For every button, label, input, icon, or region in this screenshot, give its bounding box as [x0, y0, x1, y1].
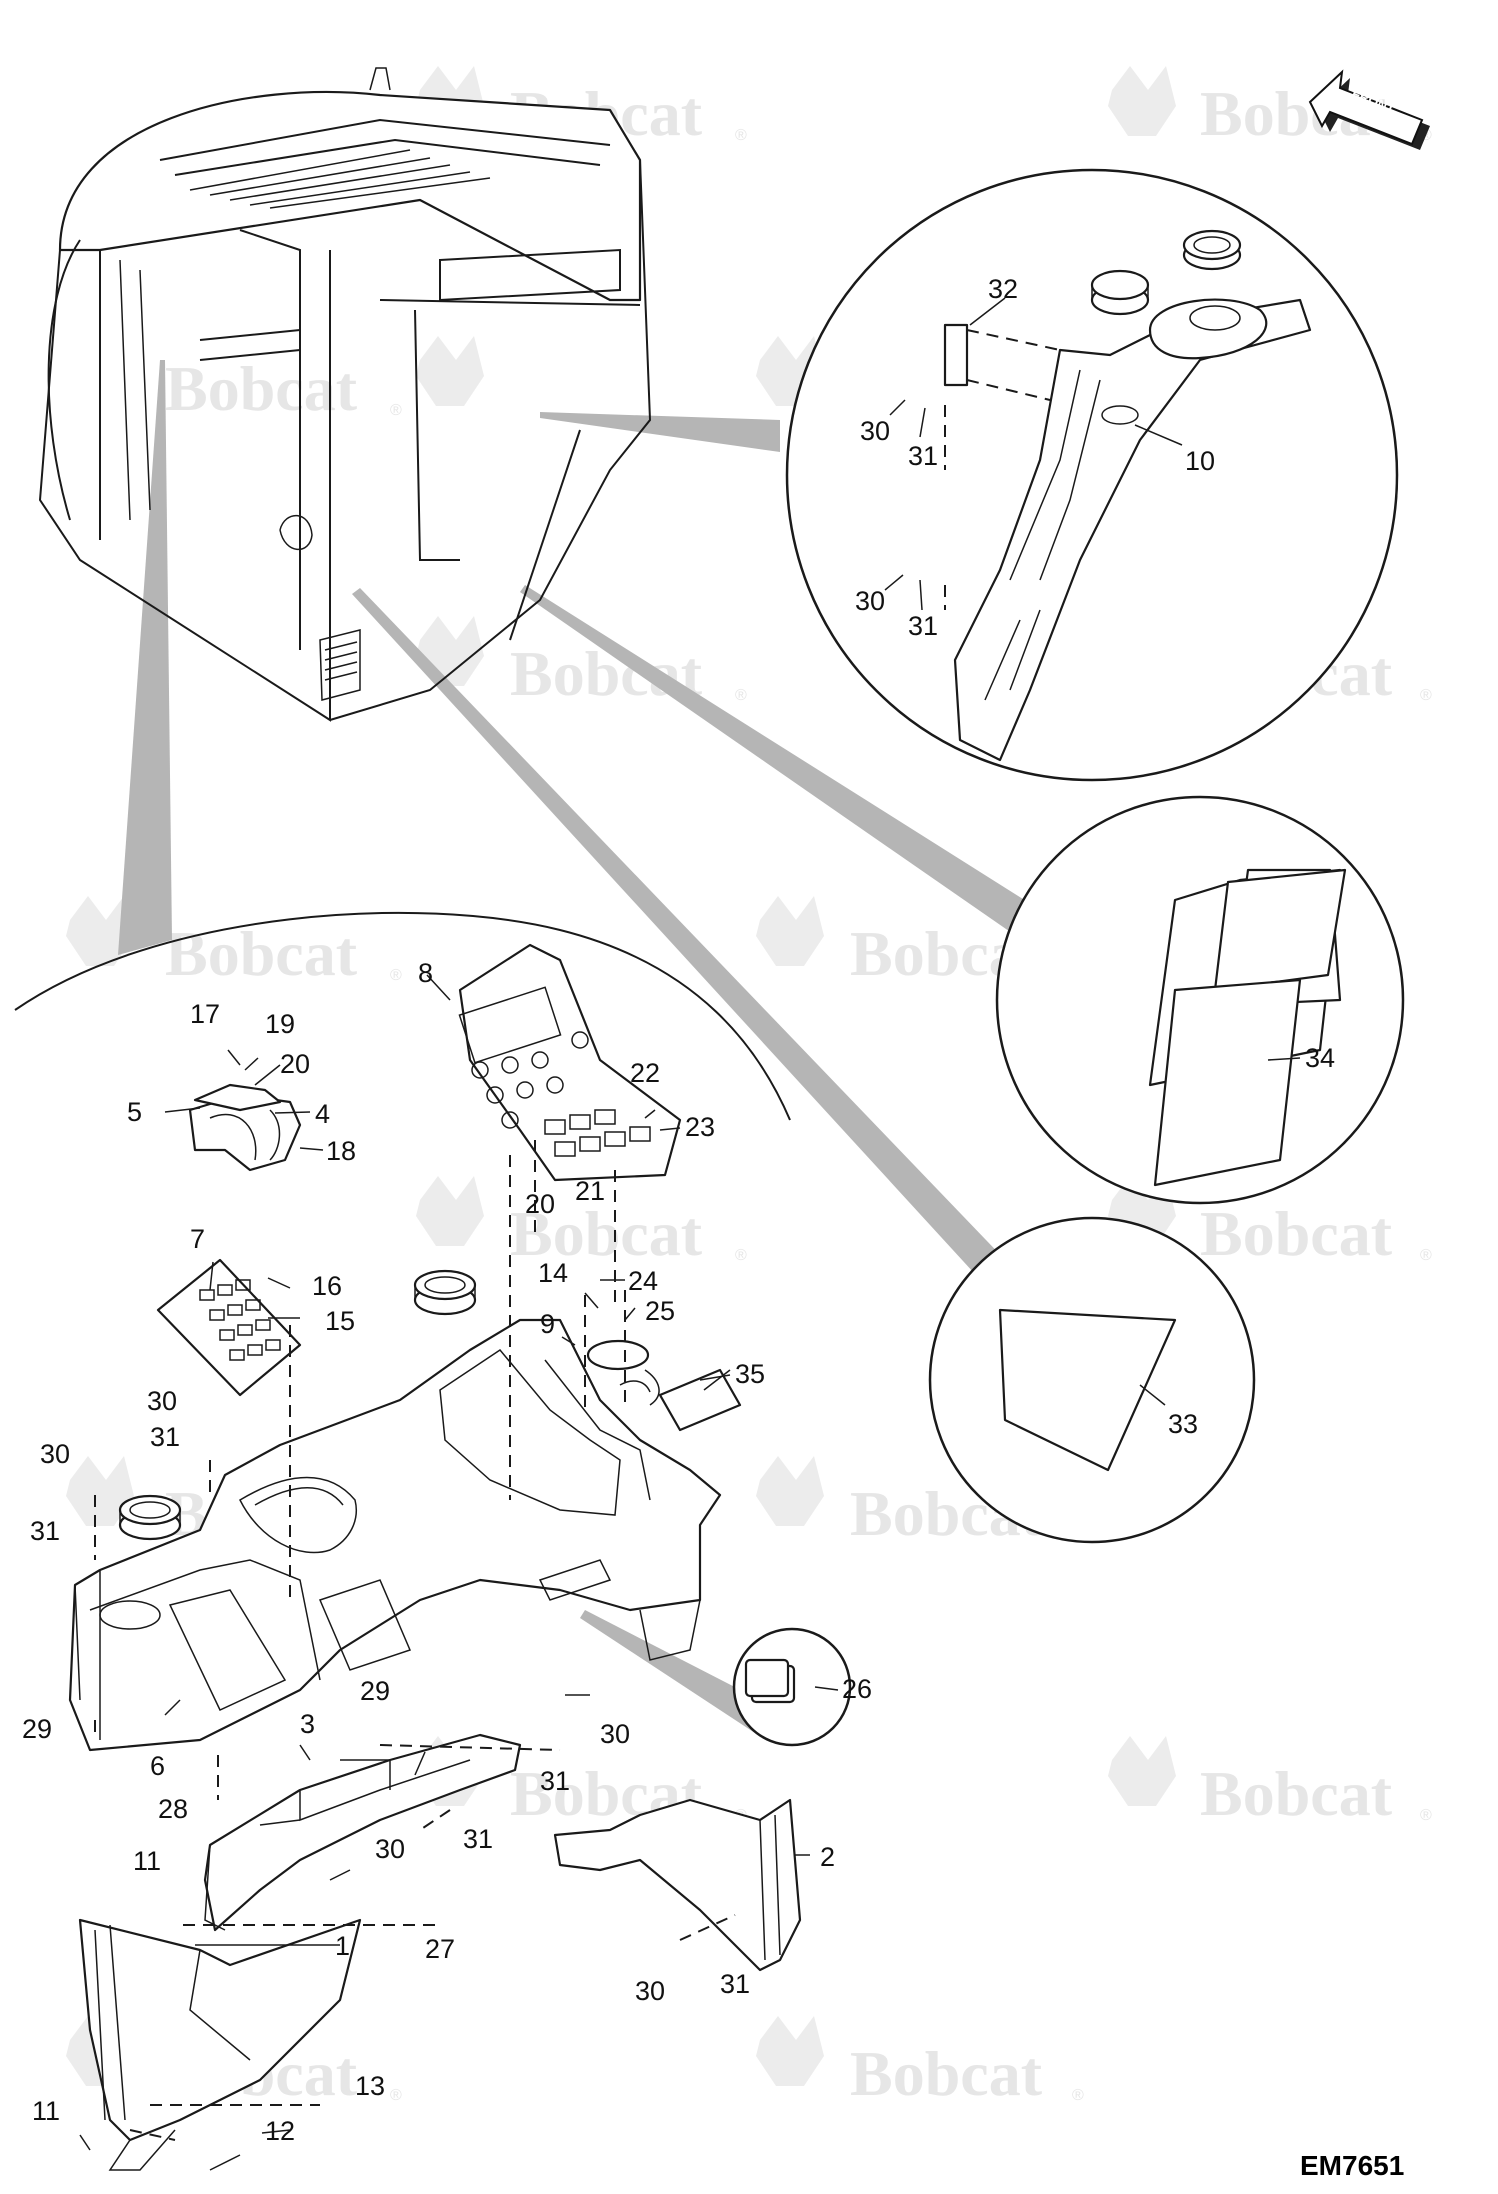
- callout-12: 12: [265, 2116, 295, 2146]
- assembly-dash-lines: [94, 1140, 736, 2141]
- callout-11: 11: [32, 2096, 60, 2126]
- callout-5: 5: [127, 1097, 142, 1127]
- callout-4: 4: [315, 1099, 330, 1129]
- callout-8: 8: [418, 958, 433, 988]
- svg-text:Bobcat: Bobcat: [1200, 1758, 1393, 1829]
- detail-circle-panel-34: [995, 795, 1405, 1205]
- svg-text:Bobcat: Bobcat: [165, 918, 358, 989]
- callout-15: 15: [325, 1306, 355, 1336]
- callout-24: 24: [628, 1266, 658, 1296]
- callout-11: 11: [133, 1846, 161, 1876]
- callout-27: 27: [425, 1934, 455, 1964]
- svg-text:®: ®: [735, 127, 747, 144]
- callout-30: 30: [860, 416, 890, 446]
- callout-6: 6: [150, 1751, 165, 1781]
- svg-text:®: ®: [390, 2087, 402, 2104]
- callout-17: 17: [190, 999, 220, 1029]
- watermark-logo: Bobcat ®: [416, 1176, 747, 1269]
- svg-text:®: ®: [1420, 1247, 1432, 1264]
- callouts: 32 30 31 10 30 31 34 33 26 35 8 17 19 20…: [22, 274, 1335, 2146]
- callout-30: 30: [635, 1976, 665, 2006]
- svg-text:®: ®: [1420, 687, 1432, 704]
- callout-31: 31: [540, 1766, 570, 1796]
- svg-text:Bobcat: Bobcat: [165, 353, 358, 424]
- svg-text:®: ®: [1420, 1807, 1432, 1824]
- callout-26: 26: [842, 1674, 872, 1704]
- part-9-latch: [586, 1339, 742, 1432]
- callout-25: 25: [645, 1296, 675, 1326]
- watermark-logo: Bobcat ®: [756, 2016, 1084, 2109]
- svg-text:®: ®: [390, 967, 402, 984]
- svg-text:®: ®: [735, 687, 747, 704]
- part-8-switch-panel: [458, 943, 682, 1182]
- callout-31: 31: [150, 1422, 180, 1452]
- callout-7: 7: [190, 1224, 205, 1254]
- leader-beams: [118, 360, 1080, 1735]
- part-2-side-trim: [553, 1798, 802, 1972]
- watermark-logo: Bobcat ®: [165, 336, 484, 424]
- part-3-air-duct: [203, 1733, 522, 1932]
- gauge-loose-lower: [118, 1494, 182, 1541]
- watermark-logo: Bobcat ®: [1108, 1736, 1432, 1829]
- callout-31: 31: [908, 611, 938, 641]
- drawing-code: EM7651: [1300, 2150, 1404, 2181]
- part-7-keypad: [156, 1258, 302, 1397]
- callout-31: 31: [908, 441, 938, 471]
- leader-lines: [79, 297, 1301, 2171]
- callout-35: 35: [735, 1359, 765, 1389]
- callout-31: 31: [30, 1516, 60, 1546]
- callout-22: 22: [630, 1058, 660, 1088]
- callout-10: 10: [1185, 446, 1215, 476]
- callout-16: 16: [312, 1271, 342, 1301]
- callout-2: 2: [820, 1842, 835, 1872]
- callout-30: 30: [600, 1719, 630, 1749]
- part-1-lower-trim: [78, 1918, 362, 2171]
- callout-20: 20: [525, 1189, 555, 1219]
- callout-13: 13: [355, 2071, 385, 2101]
- callout-31: 31: [463, 1824, 493, 1854]
- callout-29: 29: [22, 1714, 52, 1744]
- callout-20: 20: [280, 1049, 310, 1079]
- svg-text:Bobcat: Bobcat: [510, 1198, 703, 1269]
- detail-circle-column-trim: [785, 168, 1399, 782]
- callout-34: 34: [1305, 1043, 1335, 1073]
- svg-text:®: ®: [1072, 2087, 1084, 2104]
- callout-30: 30: [855, 586, 885, 616]
- callout-9: 9: [540, 1309, 555, 1339]
- callout-29: 29: [360, 1676, 390, 1706]
- svg-text:®: ®: [390, 402, 402, 419]
- callout-3: 3: [300, 1709, 315, 1739]
- watermark-logo: Bobcat ®: [66, 896, 402, 989]
- callout-14: 14: [538, 1258, 568, 1288]
- part-6-dash-console: [68, 1318, 722, 1752]
- svg-text:®: ®: [735, 1247, 747, 1264]
- callout-32: 32: [988, 274, 1018, 304]
- svg-text:Bobcat: Bobcat: [850, 2038, 1043, 2109]
- cab-overview: [38, 67, 652, 722]
- gauge-loose-upper: [413, 1269, 477, 1316]
- callout-33: 33: [1168, 1409, 1198, 1439]
- svg-text:Bobcat: Bobcat: [1200, 1198, 1393, 1269]
- exploded-view-boundary-arc: [14, 911, 791, 1121]
- callout-30: 30: [40, 1439, 70, 1469]
- callout-18: 18: [326, 1136, 356, 1166]
- callout-30: 30: [375, 1834, 405, 1864]
- callout-31: 31: [720, 1969, 750, 1999]
- callout-30: 30: [147, 1386, 177, 1416]
- gauge-knob: [1090, 269, 1150, 316]
- gauge: [1182, 229, 1242, 271]
- callout-28: 28: [158, 1794, 188, 1824]
- detail-circle-panel-33: [928, 1216, 1256, 1544]
- callout-1: 1: [335, 1931, 350, 1961]
- part-4-5-bracket: [188, 1083, 302, 1172]
- callout-21: 21: [575, 1176, 605, 1206]
- callout-23: 23: [685, 1112, 715, 1142]
- callout-19: 19: [265, 1009, 295, 1039]
- detail-circle-switch-26: [732, 1627, 852, 1747]
